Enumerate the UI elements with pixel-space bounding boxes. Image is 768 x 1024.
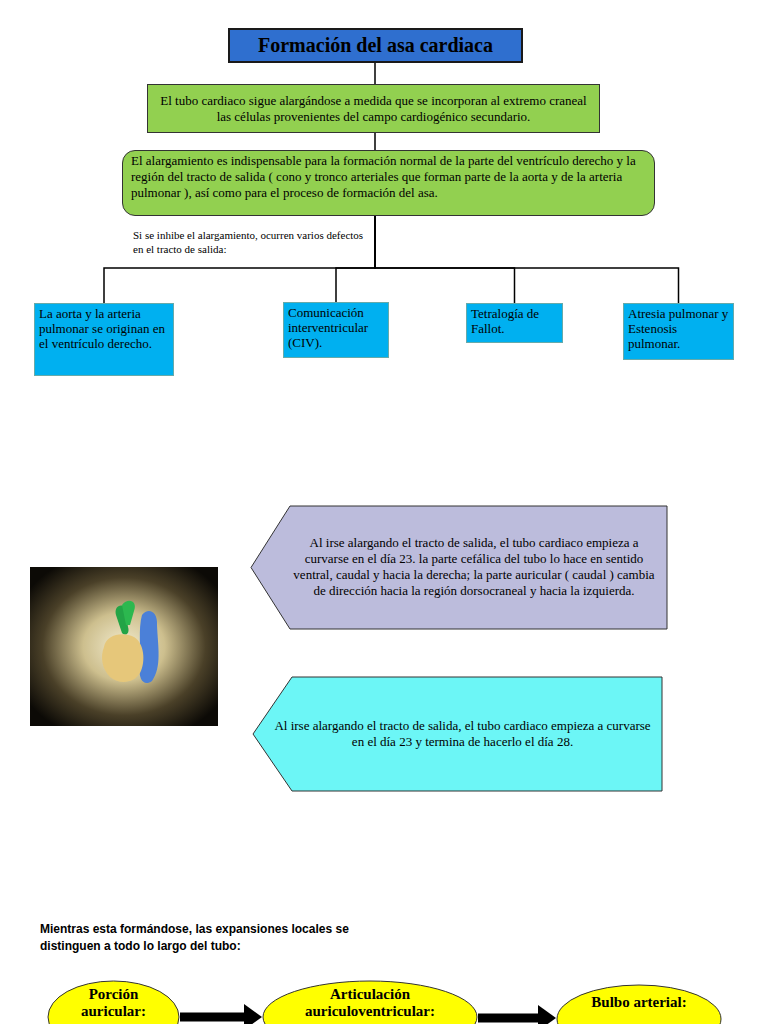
pentagon-shape [253,677,662,791]
connector-line [375,216,515,303]
connector-line [374,63,376,84]
clay-heart-photo [30,567,218,726]
clay-green [122,601,135,625]
process-box: Atresia pulmonar y Estenosis pulmonar. [623,303,734,360]
node-text: Formación del asa cardiaca [230,30,521,61]
connector-line [375,216,679,303]
node-text: Articulación auriculoventricular: [272,986,468,1020]
connector-line [104,216,375,303]
node-text: Comunicación interventricular (CIV). [288,305,384,350]
title-box: Formación del asa cardiaca [228,28,523,63]
pentagon-shape [251,506,667,629]
process-box: Tetralogía de Fallot. [466,303,563,343]
node-text: Porción auricular: [55,986,172,1020]
connector [104,216,375,303]
node-text: El alargamiento es indispensable para la… [131,153,646,201]
callout-arrow-box: Al irse alargando el tracto de salida, e… [250,505,668,630]
process-box: El alargamiento es indispensable para la… [122,150,655,216]
stage-ellipse: Articulación auriculoventricular: [262,980,478,1024]
arrow-head [538,1005,556,1024]
process-box: Comunicación interventricular (CIV). [283,302,389,358]
node-text: La aorta y la arteria pulmonar se origin… [39,306,169,351]
ellipse-shape [263,981,477,1024]
connector [375,216,515,303]
connector [375,63,376,84]
connector-line [478,1014,539,1023]
connector [375,216,679,303]
node-text: Tetralogía de Fallot. [471,306,558,336]
node-text: Al irse alargando el tracto de salida, e… [290,535,658,599]
connector-line [180,1013,245,1022]
connector-line [336,216,375,302]
callout-arrow-box: Al irse alargando el tracto de salida, e… [252,676,663,792]
connector [375,133,376,150]
stage-ellipse: Bulbo arterial: [556,984,722,1024]
stage-ellipse: Porción auricular: [47,980,180,1024]
photo-background [30,567,218,726]
note-label: Mientras esta formándose, las expansione… [40,921,370,955]
node-text: Bulbo arterial: [564,994,714,1011]
clay-yellow [102,634,143,682]
node-text: El tubo cardiaco sigue alargándose a med… [158,93,589,125]
note-label: Si se inhibe el alargamiento, ocurren va… [133,228,373,256]
connector-line [374,133,376,150]
connector [336,216,375,302]
clay-blue [140,611,159,683]
node-text: Atresia pulmonar y Estenosis pulmonar. [628,306,729,351]
connector [478,1005,556,1024]
ellipse-shape [48,981,179,1024]
ellipse-shape [557,985,721,1024]
node-text: Al irse alargando el tracto de salida, e… [272,718,653,750]
process-box: El tubo cardiaco sigue alargándose a med… [147,84,600,133]
process-box: La aorta y la arteria pulmonar se origin… [34,303,174,376]
arrow-head [244,1004,262,1024]
connector [180,1004,262,1024]
